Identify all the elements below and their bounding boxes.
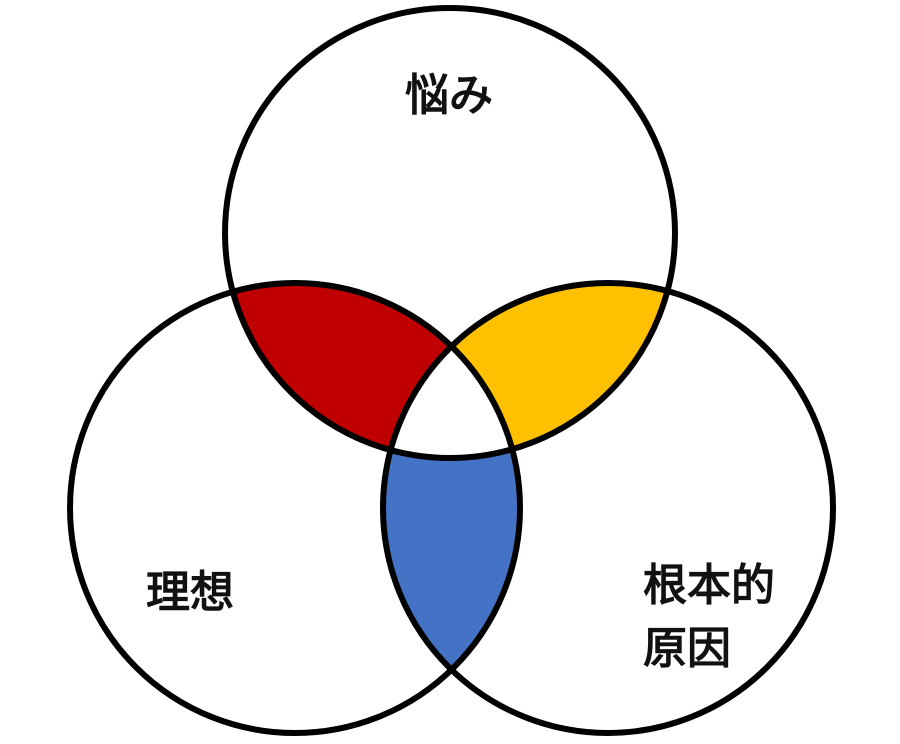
circle-right-outline xyxy=(380,280,836,736)
circle-left-outline xyxy=(67,280,523,736)
intersection-top-left xyxy=(225,283,520,458)
label-right-line-1: 根本的 xyxy=(643,560,775,611)
label-left: 理想 xyxy=(146,567,234,618)
label-right-line-2: 原因 xyxy=(643,623,731,674)
label-top: 悩み xyxy=(405,70,493,121)
intersection-top-right xyxy=(383,283,675,458)
circle-top-outline xyxy=(222,5,678,461)
